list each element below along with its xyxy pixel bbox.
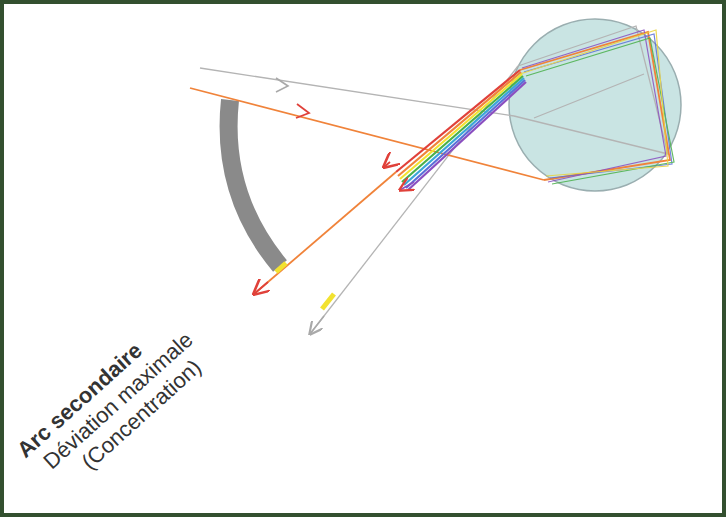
orange-exit-ray: [254, 172, 396, 294]
yellow-mark: [322, 294, 334, 309]
figure-ground: Arc secondaireDéviation maximale(Concent…: [4, 4, 722, 513]
yellow-mark: [276, 263, 286, 272]
water-drop: [509, 19, 681, 191]
deviation-arc: [229, 100, 280, 266]
label-block: Arc secondaireDéviation maximale(Concent…: [12, 308, 216, 502]
gray-ray: [200, 26, 668, 334]
spectrum-bundle: [396, 70, 526, 190]
